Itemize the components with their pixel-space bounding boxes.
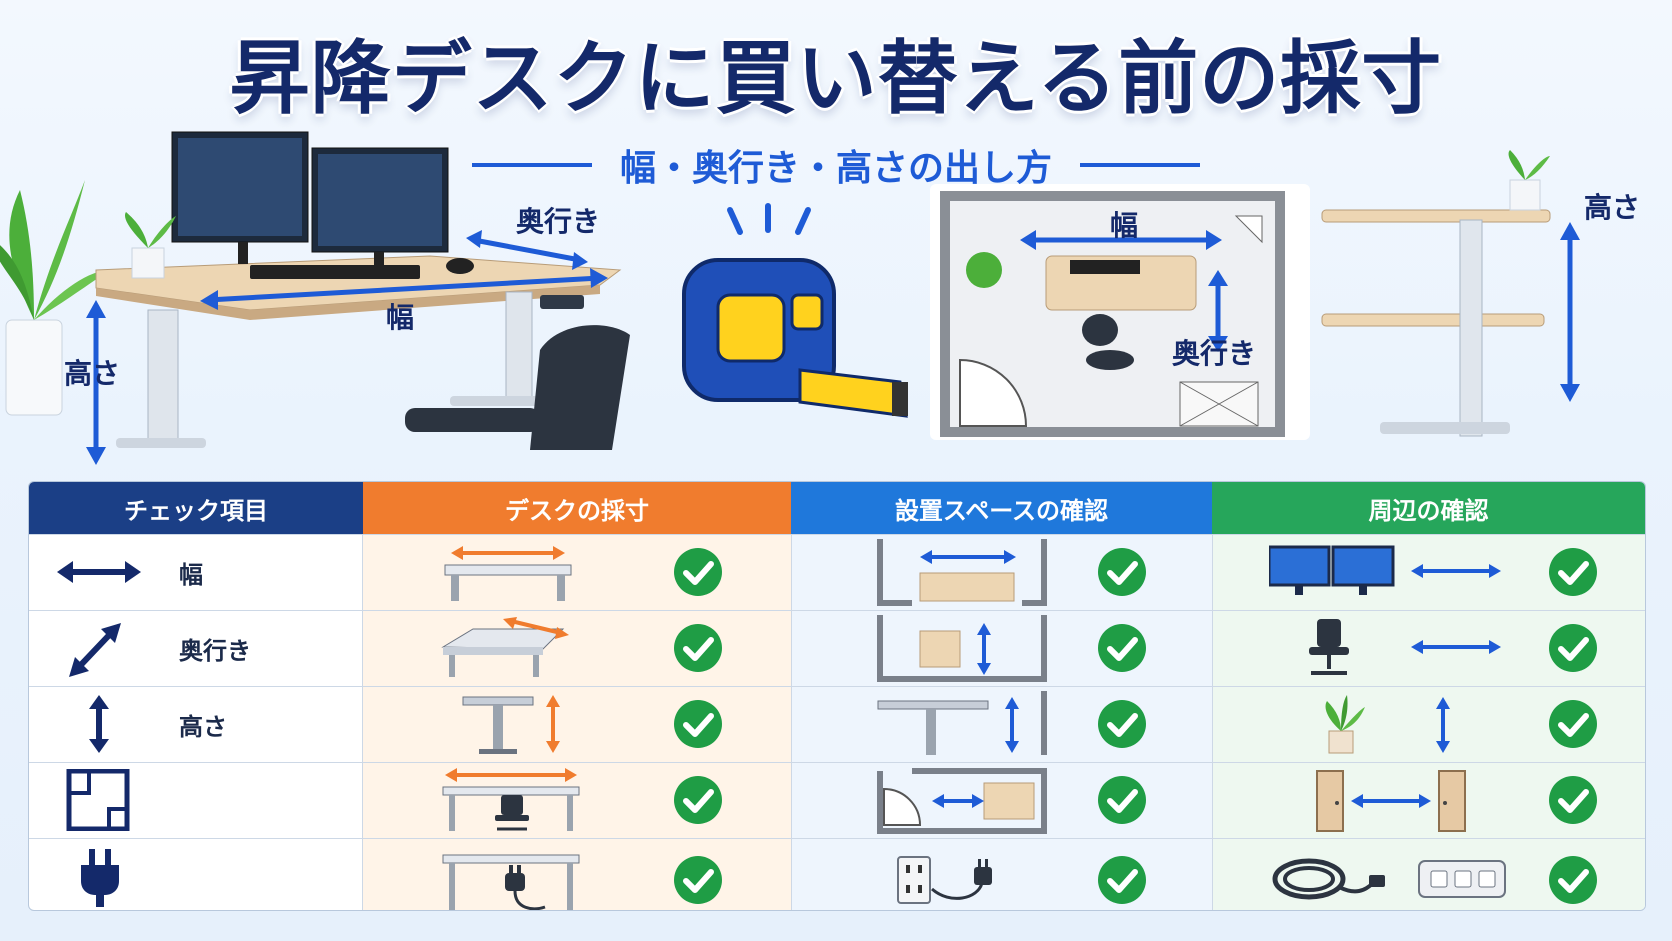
space-check-cell	[791, 611, 1213, 686]
check-icon	[1548, 624, 1597, 672]
desk-measure-cell	[363, 687, 792, 762]
space-door-swing-illustration	[876, 768, 1047, 834]
space-depth-illustration	[876, 615, 1047, 682]
side-desk-height-illustration	[1321, 150, 1551, 437]
header-check-item: チェック項目	[29, 482, 363, 534]
check-item-cell: 奥行き	[29, 611, 364, 686]
check-item-cell: 高さ	[29, 687, 364, 762]
table-row: 幅	[29, 534, 1645, 610]
surroundings-check-cell	[1212, 611, 1645, 686]
check-icon	[1097, 700, 1146, 748]
horizontal-arrow-icon	[57, 561, 141, 583]
subtitle-row: 幅・奥行き・高さの出し方	[0, 140, 1672, 190]
check-icon	[1548, 776, 1597, 824]
dual-monitor-illustration	[1268, 545, 1501, 595]
subtitle-line-right	[1080, 163, 1200, 167]
desk-plant-illustration	[124, 212, 176, 279]
check-icon	[1097, 624, 1146, 672]
table-row: 奥行き	[29, 610, 1645, 686]
side-height-label: 高さ	[1584, 191, 1641, 224]
table-row	[29, 838, 1645, 910]
diagonal-arrow-icon	[69, 623, 121, 677]
check-icon	[1097, 548, 1146, 596]
check-icon	[674, 548, 723, 596]
header-surroundings-check: 周辺の確認	[1212, 482, 1645, 534]
check-icon	[674, 624, 723, 672]
scene-graphics	[0, 131, 1580, 465]
desk-width-label: 幅	[386, 301, 415, 334]
page-title: 昇降デスクに買い替える前の採寸	[229, 32, 1443, 125]
space-check-cell	[791, 687, 1213, 762]
space-check-cell	[791, 839, 1213, 910]
checklist-table: チェック項目 デスクの採寸 設置スペースの確認 周辺の確認 幅	[28, 481, 1646, 911]
tape-measure-illustration	[682, 203, 908, 418]
chair-illustration	[405, 325, 630, 450]
row-label: 幅	[179, 561, 203, 589]
plant-illustration	[0, 180, 110, 416]
desk-depth-illustration	[441, 617, 570, 677]
monitor-illustration	[171, 131, 474, 279]
table-header: チェック項目 デスクの採寸 設置スペースの確認 周辺の確認	[29, 482, 1645, 534]
header-desk-measure: デスクの採寸	[363, 482, 791, 534]
desk-measure-cell	[363, 763, 792, 838]
surroundings-check-cell	[1212, 535, 1645, 610]
space-check-cell	[791, 535, 1213, 610]
side-height-arrow	[1560, 222, 1580, 402]
vertical-arrow-icon	[89, 695, 109, 753]
room-depth-label: 奥行き	[1172, 337, 1257, 370]
room-measure-arrows	[1020, 230, 1228, 352]
desk-measure-cell	[363, 839, 792, 910]
desk-width-illustration	[444, 546, 572, 601]
door-clearance-illustration	[1315, 770, 1466, 832]
check-icon	[1548, 700, 1597, 748]
desk-measure-arrows	[86, 230, 608, 465]
room-width-label: 幅	[1110, 209, 1139, 242]
subtitle: 幅・奥行き・高さの出し方	[619, 148, 1052, 189]
row-label: 奥行き	[179, 637, 251, 665]
check-icon	[1548, 548, 1597, 596]
desk-measure-cell	[363, 611, 792, 686]
cable-and-power-strip-illustration	[1272, 858, 1506, 900]
surroundings-check-cell	[1212, 687, 1645, 762]
chair-clearance-illustration	[1308, 619, 1501, 675]
check-icon	[1097, 776, 1146, 824]
table-row	[29, 762, 1645, 838]
desk-height-label: 高さ	[64, 357, 121, 390]
illustration-scene: 奥行き 幅 高さ 幅 奥行き 高さ	[0, 120, 1672, 480]
desk-chair-fit-illustration	[442, 768, 580, 831]
space-check-cell	[791, 763, 1213, 838]
check-icon	[674, 776, 723, 824]
desk-measure-cell	[363, 535, 792, 610]
row-label: 高さ	[179, 713, 227, 741]
check-icon	[1097, 856, 1146, 904]
room-floor-plan-illustration	[930, 184, 1310, 440]
table-row: 高さ	[29, 686, 1645, 762]
desk-height-illustration	[462, 695, 561, 754]
desk-depth-label: 奥行き	[516, 205, 601, 238]
surroundings-check-cell	[1212, 763, 1645, 838]
check-item-cell	[29, 839, 364, 910]
power-plug-icon	[81, 849, 119, 907]
space-height-illustration	[877, 691, 1047, 755]
plant-clearance-illustration	[1325, 695, 1450, 754]
wall-outlet-illustration	[896, 856, 992, 904]
desk-cable-illustration	[442, 854, 580, 910]
check-item-cell	[29, 763, 364, 838]
floor-plan-icon	[66, 769, 130, 831]
subtitle-line-left	[471, 163, 592, 167]
check-icon	[674, 856, 723, 904]
header-space-check: 設置スペースの確認	[791, 482, 1212, 534]
surroundings-check-cell	[1212, 839, 1645, 910]
check-item-cell: 幅	[29, 535, 364, 610]
space-width-illustration	[876, 539, 1047, 606]
check-icon	[1548, 856, 1597, 904]
check-icon	[674, 700, 723, 748]
